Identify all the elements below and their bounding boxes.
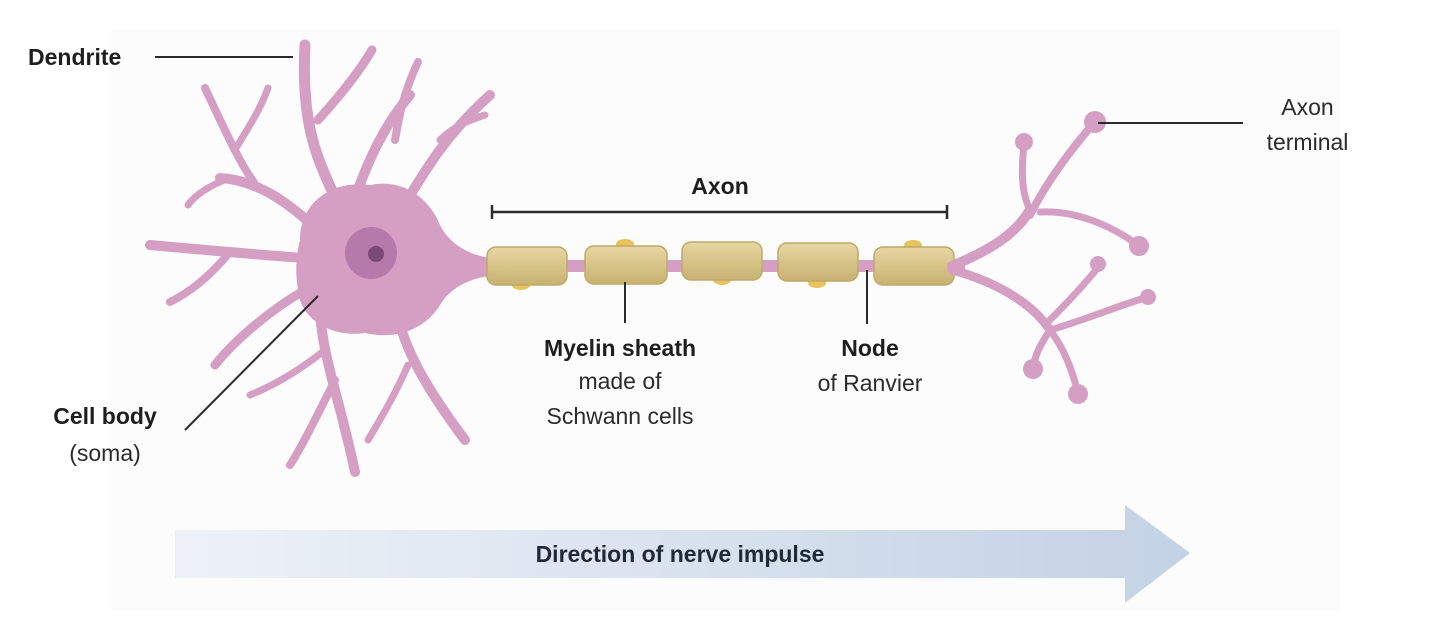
node-label: Node	[841, 335, 899, 361]
axon-terminal-label-line1: Axon	[1281, 94, 1334, 120]
axon-terminal-label-line2: terminal	[1266, 129, 1349, 155]
axon-label: Axon	[691, 173, 749, 199]
myelin-sheath-desc-line1: made of	[578, 368, 662, 394]
node-desc: of Ranvier	[817, 370, 923, 396]
cell-body-label: Cell body	[53, 403, 157, 429]
leader-lines	[155, 56, 1243, 431]
dendrite-label: Dendrite	[28, 44, 122, 70]
myelin-sheath-label: Myelin sheath	[543, 335, 697, 361]
myelin-sheath-desc-line2: Schwann cells	[546, 403, 694, 429]
axon-terminals	[947, 118, 1152, 397]
axon-length-bracket	[490, 205, 949, 219]
myelin-sheath	[486, 239, 955, 290]
nucleolus	[368, 246, 384, 262]
direction-label: Direction of nerve impulse	[535, 540, 825, 567]
soma-label: (soma)	[69, 440, 141, 466]
terminal-bulbs	[1015, 111, 1156, 404]
direction-arrow	[175, 505, 1190, 603]
